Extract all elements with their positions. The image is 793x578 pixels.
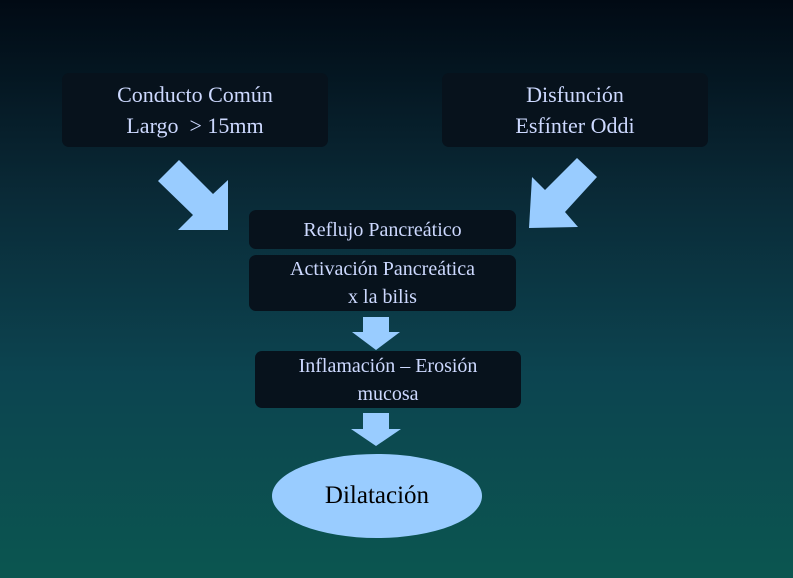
dilatation-ellipse <box>272 454 482 538</box>
inflammation-box: Inflamación – Erosión mucosa <box>255 351 521 408</box>
activation-box: Activación Pancreática x la bilis <box>249 255 516 311</box>
activation-line-2: x la bilis <box>348 286 417 308</box>
common-duct-line-2: Largo > 15mm <box>126 113 264 138</box>
oddi-line-2: Esfínter Oddi <box>515 113 635 138</box>
reflux-box: Reflujo Pancreático <box>249 210 516 249</box>
inflammation-line-2: mucosa <box>357 382 419 405</box>
oddi-line-1: Disfunción <box>526 82 624 107</box>
common-duct-box: Conducto Común Largo > 15mm <box>62 73 328 147</box>
arrow-left-diagonal <box>158 160 228 230</box>
arrow-down-1 <box>352 317 400 350</box>
inflammation-line-1: Inflamación – Erosión <box>298 354 478 377</box>
arrow-down-2 <box>351 413 401 446</box>
oddi-dysfunction-box: Disfunción Esfínter Oddi <box>442 73 708 147</box>
arrow-right-diagonal <box>529 158 597 228</box>
dilatation-label: Dilatación <box>324 482 430 509</box>
activation-line-1: Activación Pancreática <box>290 258 475 280</box>
common-duct-line-1: Conducto Común <box>117 82 273 107</box>
reflux-label: Reflujo Pancreático <box>303 218 462 241</box>
